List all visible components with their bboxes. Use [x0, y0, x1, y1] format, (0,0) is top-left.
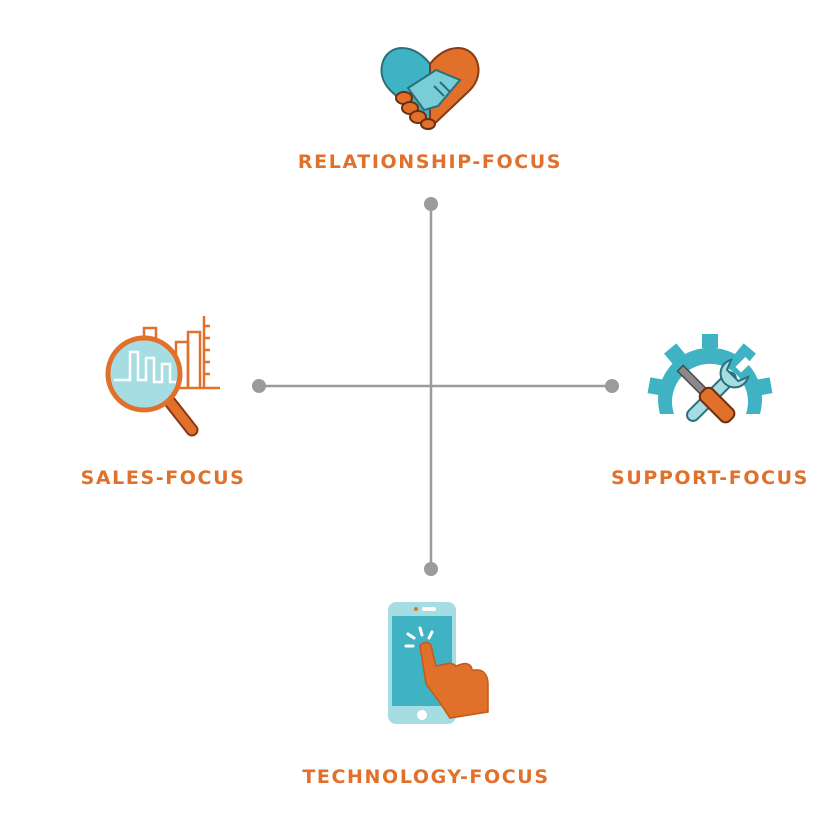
sales-focus-label: SALES-FOCUS — [80, 467, 246, 489]
support-focus-label: SUPPORT-FOCUS — [611, 467, 809, 489]
smartphone-tap-icon — [388, 602, 489, 724]
handshake-heart-icon — [380, 46, 480, 131]
gear-tools-icon — [647, 334, 773, 424]
axis-end-top — [424, 197, 438, 211]
axis-end-bottom — [424, 562, 438, 576]
axis-end-right — [605, 379, 619, 393]
axis-end-left — [252, 379, 266, 393]
relationship-focus-label: RELATIONSHIP-FOCUS — [297, 151, 563, 173]
technology-focus-label: TECHNOLOGY-FOCUS — [302, 766, 550, 788]
magnifier-chart-icon — [105, 316, 220, 437]
